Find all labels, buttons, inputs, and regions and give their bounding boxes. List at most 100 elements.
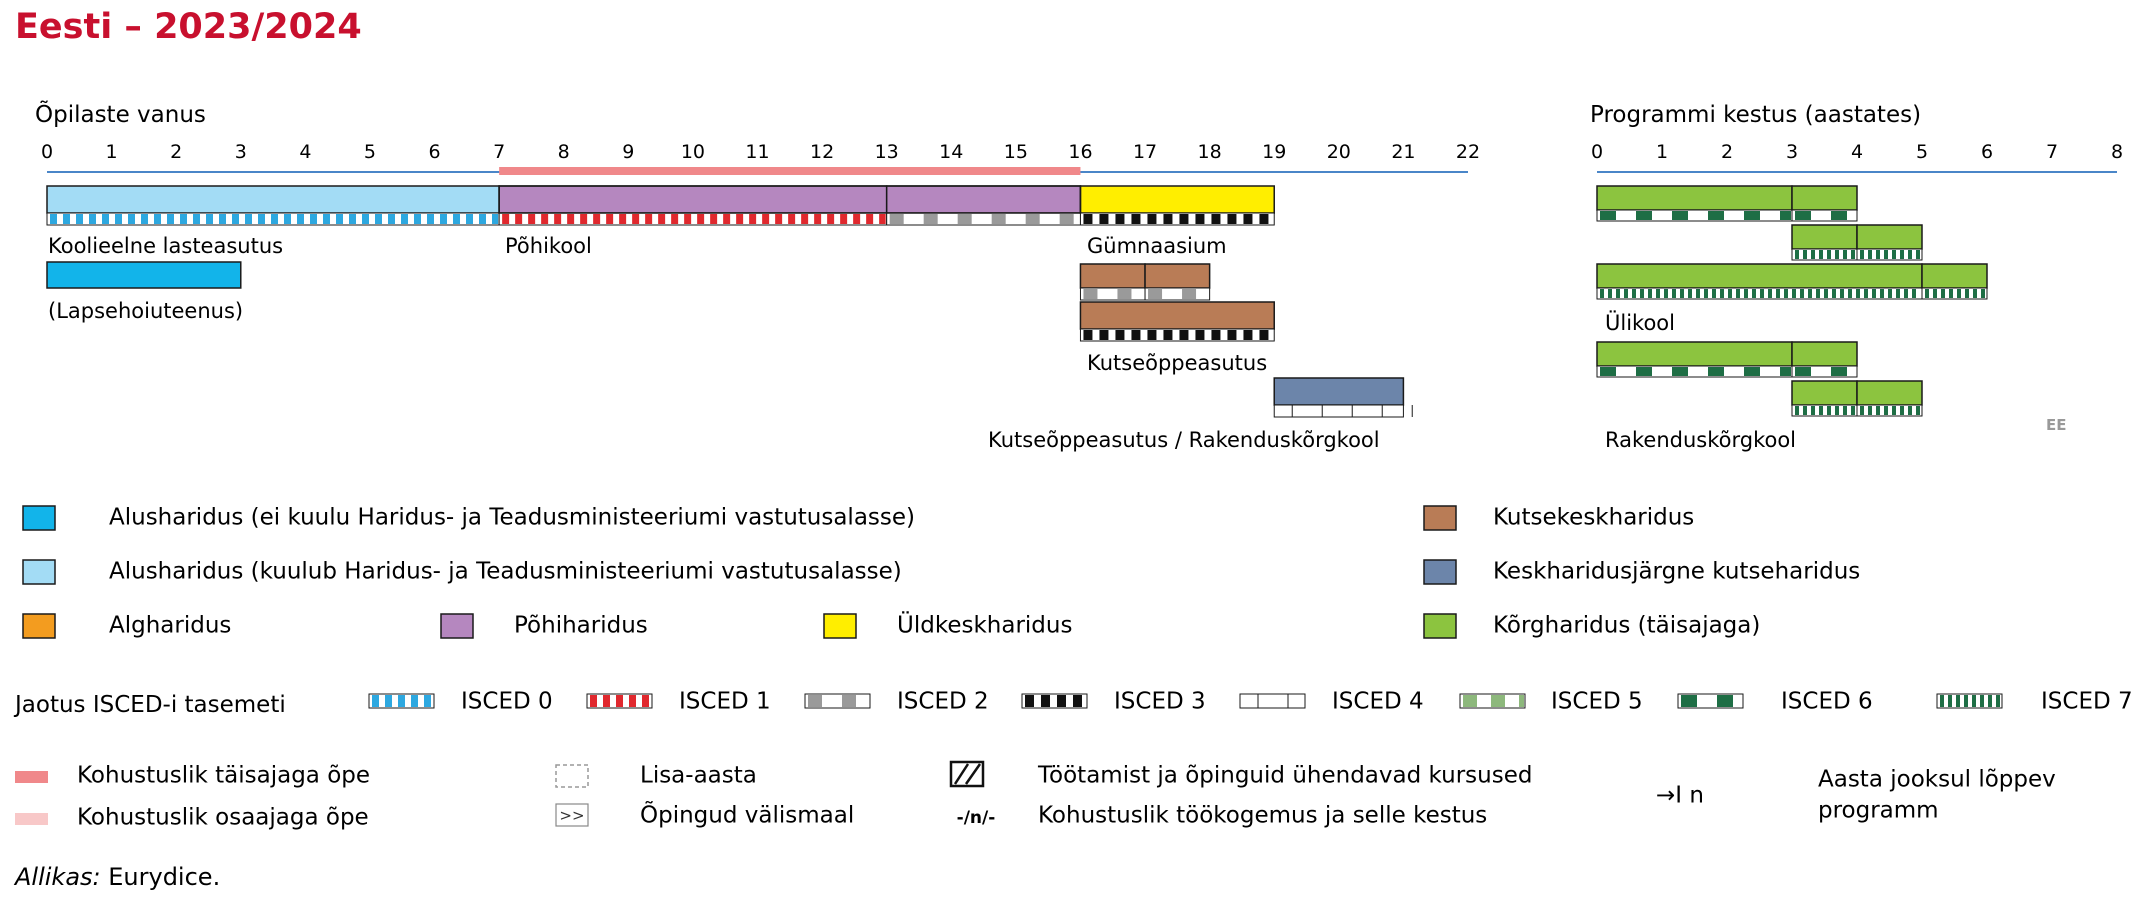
isced-legend-item: ISCED 1 bbox=[586, 689, 771, 715]
source-text: Eurydice. bbox=[101, 863, 221, 891]
age-tick-label: 10 bbox=[681, 141, 705, 163]
legend-swatch bbox=[22, 613, 56, 639]
tertiary-bar-isced-strip bbox=[1791, 209, 1858, 222]
tertiary-bar-isced-strip bbox=[1856, 404, 1923, 417]
age-tick-label: 21 bbox=[1391, 141, 1415, 163]
programme-bar-isced-strip bbox=[1079, 328, 1275, 342]
age-tick-label: 2 bbox=[170, 141, 182, 163]
programme-bar bbox=[1079, 301, 1275, 342]
legend-level-label: Alusharidus (kuulub Haridus- ja Teadusmi… bbox=[109, 559, 902, 585]
programme-bar bbox=[498, 185, 888, 226]
isced-legend-title: Jaotus ISCED-i tasemeti bbox=[13, 692, 286, 718]
age-tick-label: 0 bbox=[41, 141, 53, 163]
age-tick-label: 12 bbox=[810, 141, 834, 163]
programme-bar bbox=[46, 261, 242, 289]
duration-tick-label: 8 bbox=[2111, 141, 2123, 163]
tertiary-bar-isced-strip bbox=[1791, 248, 1858, 261]
legend-level-item: Alusharidus (kuulub Haridus- ja Teadusmi… bbox=[22, 559, 902, 585]
age-tick-label: 15 bbox=[1004, 141, 1028, 163]
study-abroad-icon bbox=[555, 803, 589, 827]
duration-tick-label: 5 bbox=[1916, 141, 1928, 163]
programme-bar bbox=[885, 185, 1082, 226]
age-tick-label: 11 bbox=[745, 141, 769, 163]
legend-swatch bbox=[22, 559, 56, 585]
combined-work-study-icon bbox=[949, 760, 985, 788]
programme-bar bbox=[1079, 185, 1275, 226]
legend-level-label: Üldkeskharidus bbox=[897, 611, 1072, 639]
age-tick-label: 8 bbox=[558, 141, 570, 163]
age-axis-label: Õpilaste vanus bbox=[35, 99, 206, 128]
isced-legend-isced-strip bbox=[368, 693, 435, 709]
work-experience-symbol: -/n/- bbox=[957, 808, 996, 828]
programme-bar bbox=[1144, 263, 1211, 301]
applied-university-programme-bar bbox=[1596, 341, 1793, 378]
compulsory-full-label: Kohustuslik täisajaga õpe bbox=[77, 763, 370, 789]
age-tick-label: 17 bbox=[1133, 141, 1157, 163]
label-gymnasium: Gümnaasium bbox=[1087, 234, 1227, 258]
programme-bar bbox=[1079, 263, 1146, 301]
isced-legend-label: ISCED 6 bbox=[1781, 689, 1873, 715]
isced-legend-isced-strip bbox=[1677, 693, 1744, 709]
isced-legend-isced-strip bbox=[1459, 693, 1526, 709]
isced-legend-isced-strip bbox=[804, 693, 871, 709]
combined-work-study-label: Töötamist ja õpinguid ühendavad kursused bbox=[1037, 763, 1532, 789]
basic-school-outline bbox=[498, 185, 1082, 214]
extra-year-icon bbox=[555, 764, 589, 788]
duration-tick-label: 7 bbox=[2046, 141, 2058, 163]
programme-bar bbox=[1273, 377, 1413, 418]
programme-bar-isced-strip bbox=[498, 212, 888, 226]
isced-legend-label: ISCED 5 bbox=[1551, 689, 1643, 715]
legend-level-item: Üldkeskharidus bbox=[823, 611, 1072, 639]
legend-level-item: Kõrgharidus (täisajaga) bbox=[1423, 613, 1760, 639]
legend-level-label: Kõrgharidus (täisajaga) bbox=[1493, 613, 1760, 639]
legend-level-item: Keskharidusjärgne kutseharidus bbox=[1423, 559, 1860, 585]
label-post-secondary: Kutseõppeasutus / Rakenduskõrgkool bbox=[988, 428, 1380, 452]
ending-programme-symbol: →I n bbox=[1656, 783, 1704, 809]
duration-tick-label: 4 bbox=[1851, 141, 1863, 163]
isced-legend-item: ISCED 2 bbox=[804, 689, 989, 715]
legend-level-item: Alusharidus (ei kuulu Haridus- ja Teadus… bbox=[22, 505, 915, 531]
tertiary-bar-isced-strip bbox=[1791, 404, 1858, 417]
tertiary-bar-isced-strip bbox=[1921, 287, 1988, 300]
applied-university-programme-bar bbox=[1791, 380, 1858, 417]
compulsory-full-swatch bbox=[15, 771, 48, 783]
applied-university-programme-bar bbox=[1791, 341, 1858, 378]
label-applied-university: Rakenduskõrgkool bbox=[1605, 428, 1796, 452]
isced-legend-isced-strip bbox=[1239, 693, 1306, 709]
isced-legend-item: ISCED 0 bbox=[368, 689, 553, 715]
tertiary-bar-isced-strip bbox=[1596, 365, 1793, 378]
label-childcare: (Lapsehoiuteenus) bbox=[48, 299, 243, 323]
university-programme-bar bbox=[1596, 263, 1923, 300]
duration-tick-label: 0 bbox=[1591, 141, 1603, 163]
legend-levels: Alusharidus (ei kuulu Haridus- ja Teadus… bbox=[22, 505, 1860, 639]
university-programme-bar bbox=[1856, 224, 1923, 261]
age-tick-label: 18 bbox=[1198, 141, 1222, 163]
legend-swatch bbox=[22, 505, 56, 531]
label-university: Ülikool bbox=[1605, 310, 1675, 335]
age-tick-label: 3 bbox=[235, 141, 247, 163]
compulsory-part-swatch bbox=[15, 813, 48, 825]
age-tick-label: 22 bbox=[1456, 141, 1480, 163]
page-title: Eesti – 2023/2024 bbox=[15, 7, 362, 47]
compulsory-education-bar bbox=[499, 167, 1081, 175]
duration-axis-label: Programmi kestus (aastates) bbox=[1590, 102, 1921, 128]
duration-tick-label: 3 bbox=[1786, 141, 1798, 163]
label-basic-school: Põhikool bbox=[505, 234, 592, 258]
programme-bar-isced-strip bbox=[46, 212, 500, 226]
isced-legend-item: ISCED 5 bbox=[1459, 689, 1643, 715]
university-programme-bar bbox=[1596, 185, 1793, 222]
legend-level-item: Põhiharidus bbox=[440, 613, 648, 639]
isced-legend-isced-strip bbox=[1936, 693, 2003, 709]
age-tick-label: 20 bbox=[1327, 141, 1351, 163]
age-tick-label: 13 bbox=[875, 141, 899, 163]
source-note: Allikas: Eurydice. bbox=[13, 863, 220, 891]
programme-bar-isced-strip bbox=[1079, 212, 1275, 226]
isced-legend-label: ISCED 4 bbox=[1332, 689, 1424, 715]
duration-tick-label: 2 bbox=[1721, 141, 1733, 163]
extra-year-label: Lisa-aasta bbox=[640, 763, 757, 789]
duration-tick-label: 6 bbox=[1981, 141, 1993, 163]
programme-bar-isced-strip bbox=[1273, 404, 1413, 418]
